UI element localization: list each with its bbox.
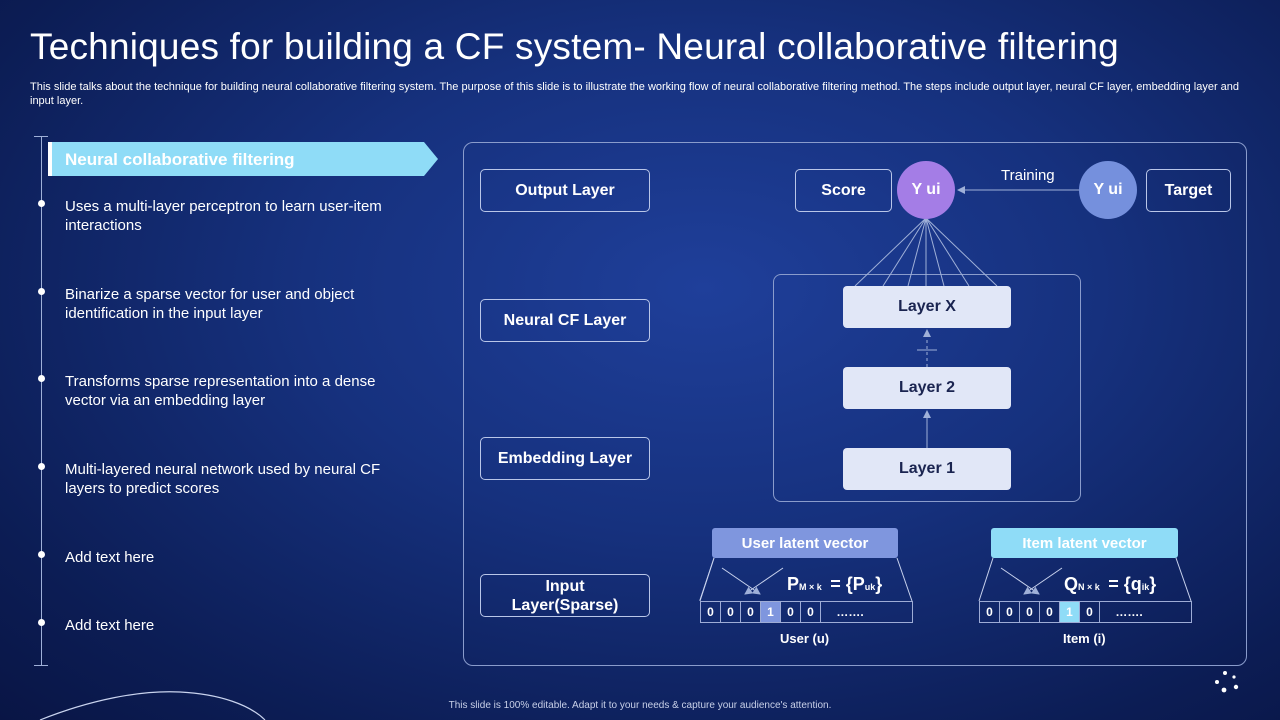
vector-cell: 0 — [980, 602, 1000, 622]
bullet-dot — [38, 619, 45, 626]
diagram-frame — [463, 142, 1247, 666]
layer-x-box: Layer X — [843, 286, 1011, 328]
user-matrix-eq: = {P — [830, 574, 865, 594]
bullet-dot — [38, 375, 45, 382]
output-layer-label: Output Layer — [480, 169, 650, 212]
banner-label: Neural collaborative filtering — [65, 150, 295, 169]
score-box: Score — [795, 169, 892, 212]
vector-cell: 0 — [781, 602, 801, 622]
item-matrix-close: } — [1149, 574, 1157, 594]
vector-cell: 0 — [801, 602, 821, 622]
input-layer-label: Input Layer(Sparse) — [480, 574, 650, 617]
vector-cell-ellipsis: ……. — [1115, 605, 1143, 619]
predicted-yui-node: Y ui — [897, 161, 955, 219]
user-matrix-eq-sub: uk — [864, 582, 876, 592]
embedding-layer-label: Embedding Layer — [480, 437, 650, 480]
item-sparse-vector: 0 0 0 0 1 0 ……. — [979, 601, 1192, 623]
bullet-dot — [38, 463, 45, 470]
banner-arrow-shape — [48, 142, 438, 176]
vector-cell: 0 — [741, 602, 761, 622]
item-matrix-formula: QN × k = {qik} — [1064, 574, 1156, 595]
item-matrix-symbol: Q — [1064, 574, 1079, 594]
layer-2-box: Layer 2 — [843, 367, 1011, 409]
bullet-dot — [38, 551, 45, 558]
vector-cell-active: 1 — [1060, 602, 1080, 622]
vector-cell: 0 — [721, 602, 741, 622]
bullet-dot — [38, 200, 45, 207]
bullet-text: Transforms sparse representation into a … — [65, 373, 376, 409]
bullet-text: Add text here — [65, 617, 155, 634]
user-matrix-symbol: P — [787, 574, 800, 594]
vector-cell-active: 1 — [761, 602, 781, 622]
target-box: Target — [1146, 169, 1231, 212]
vector-cell: 0 — [1040, 602, 1060, 622]
user-sparse-vector: 0 0 0 1 0 0 ……. — [700, 601, 913, 623]
bullet-text: Uses a multi-layer perceptron to learn u… — [65, 198, 382, 234]
user-latent-vector-header: User latent vector — [712, 528, 898, 558]
user-caption: User (u) — [780, 631, 830, 646]
user-matrix-formula: PM × k = {Puk} — [787, 574, 882, 595]
dots-decoration-icon — [1215, 671, 1239, 693]
timeline-cap-top — [34, 136, 48, 137]
page-subtitle: This slide talks about the technique for… — [30, 81, 1240, 107]
bullet-text: Add text here — [65, 549, 155, 566]
user-matrix-dims: M × k — [799, 582, 822, 592]
section-banner: Neural collaborative filtering — [48, 142, 438, 176]
page-title: Techniques for building a CF system- Neu… — [30, 26, 1119, 67]
vector-cell: 0 — [1020, 602, 1040, 622]
item-matrix-eq: = {q — [1108, 574, 1142, 594]
target-yui-node: Y ui — [1079, 161, 1137, 219]
training-label: Training — [1001, 167, 1055, 184]
footer-note: This slide is 100% editable. Adapt it to… — [448, 700, 832, 711]
bullet-dot — [38, 288, 45, 295]
vector-cell: 0 — [1080, 602, 1100, 622]
user-matrix-close: } — [875, 574, 883, 594]
neural-cf-group-frame — [773, 274, 1081, 502]
item-matrix-dims: N × k — [1078, 582, 1100, 592]
vector-cell-ellipsis: ……. — [836, 605, 864, 619]
bullet-text: Binarize a sparse vector for user and ob… — [65, 286, 355, 322]
item-latent-vector-header: Item latent vector — [991, 528, 1178, 558]
bullet-text: Multi-layered neural network used by neu… — [65, 461, 381, 497]
timeline-line — [41, 136, 42, 666]
neural-cf-layer-label: Neural CF Layer — [480, 299, 650, 342]
item-matrix-eq-sub: ik — [1141, 582, 1150, 592]
layer-1-box: Layer 1 — [843, 448, 1011, 490]
vector-cell: 0 — [1000, 602, 1020, 622]
timeline-cap-bottom — [34, 665, 48, 666]
vector-cell: 0 — [701, 602, 721, 622]
item-caption: Item (i) — [1063, 631, 1106, 646]
